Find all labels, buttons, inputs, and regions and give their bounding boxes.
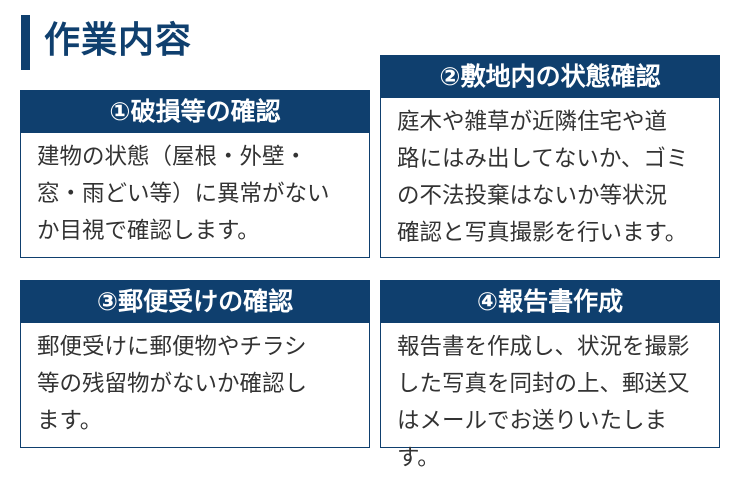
card-heading: ③郵便受けの確認	[21, 281, 369, 323]
card-line: 郵便受けに郵便物やチラシ	[37, 334, 307, 360]
card-line: はメールでお送りいたします。	[397, 408, 668, 471]
page-title: 作業内容	[44, 20, 193, 61]
card-body: 庭木や雑草が近隣住宅や道 路にはみ出してないか、ゴミ の不法投棄はないか等状況 …	[381, 98, 719, 252]
card-line: ます。	[37, 408, 103, 434]
card-report: ④報告書作成 報告書を作成し、状況を撮影 した写真を同封の上、郵送又 はメールで…	[380, 280, 720, 471]
card-line: 庭木や雑草が近隣住宅や道	[397, 109, 668, 135]
card-site-check: ②敷地内の状態確認 庭木や雑草が近隣住宅や道 路にはみ出してないか、ゴミ の不法…	[380, 55, 720, 258]
card-mailbox-check: ③郵便受けの確認 郵便受けに郵便物やチラシ 等の残留物がないか確認し ます。	[20, 280, 370, 448]
card-line: した写真を同封の上、郵送又	[397, 371, 690, 397]
card-body: 報告書を作成し、状況を撮影 した写真を同封の上、郵送又 はメールでお送りいたしま…	[381, 323, 719, 477]
card-body: 郵便受けに郵便物やチラシ 等の残留物がないか確認し ます。	[21, 323, 369, 440]
card-line: 建物の状態（屋根・外壁・	[37, 144, 308, 170]
card-line: 等の残留物がないか確認し	[37, 371, 308, 397]
card-line: か目視で確認します。	[37, 218, 260, 244]
card-line: 報告書を作成し、状況を撮影	[397, 334, 690, 360]
card-damage-check: ①破損等の確認 建物の状態（屋根・外壁・ 窓・雨どい等）に異常がない か目視で確…	[20, 90, 370, 258]
card-heading: ②敷地内の状態確認	[381, 56, 719, 98]
card-body: 建物の状態（屋根・外壁・ 窓・雨どい等）に異常がない か目視で確認します。	[21, 133, 369, 250]
card-line: の不法投棄はないか等状況	[397, 183, 668, 209]
card-line: 路にはみ出してないか、ゴミ	[397, 146, 689, 172]
card-line: 確認と写真撮影を行います。	[397, 220, 688, 246]
title-accent-bar	[21, 15, 30, 70]
card-heading: ④報告書作成	[381, 281, 719, 323]
card-line: 窓・雨どい等）に異常がない	[37, 181, 330, 207]
card-heading: ①破損等の確認	[21, 91, 369, 133]
